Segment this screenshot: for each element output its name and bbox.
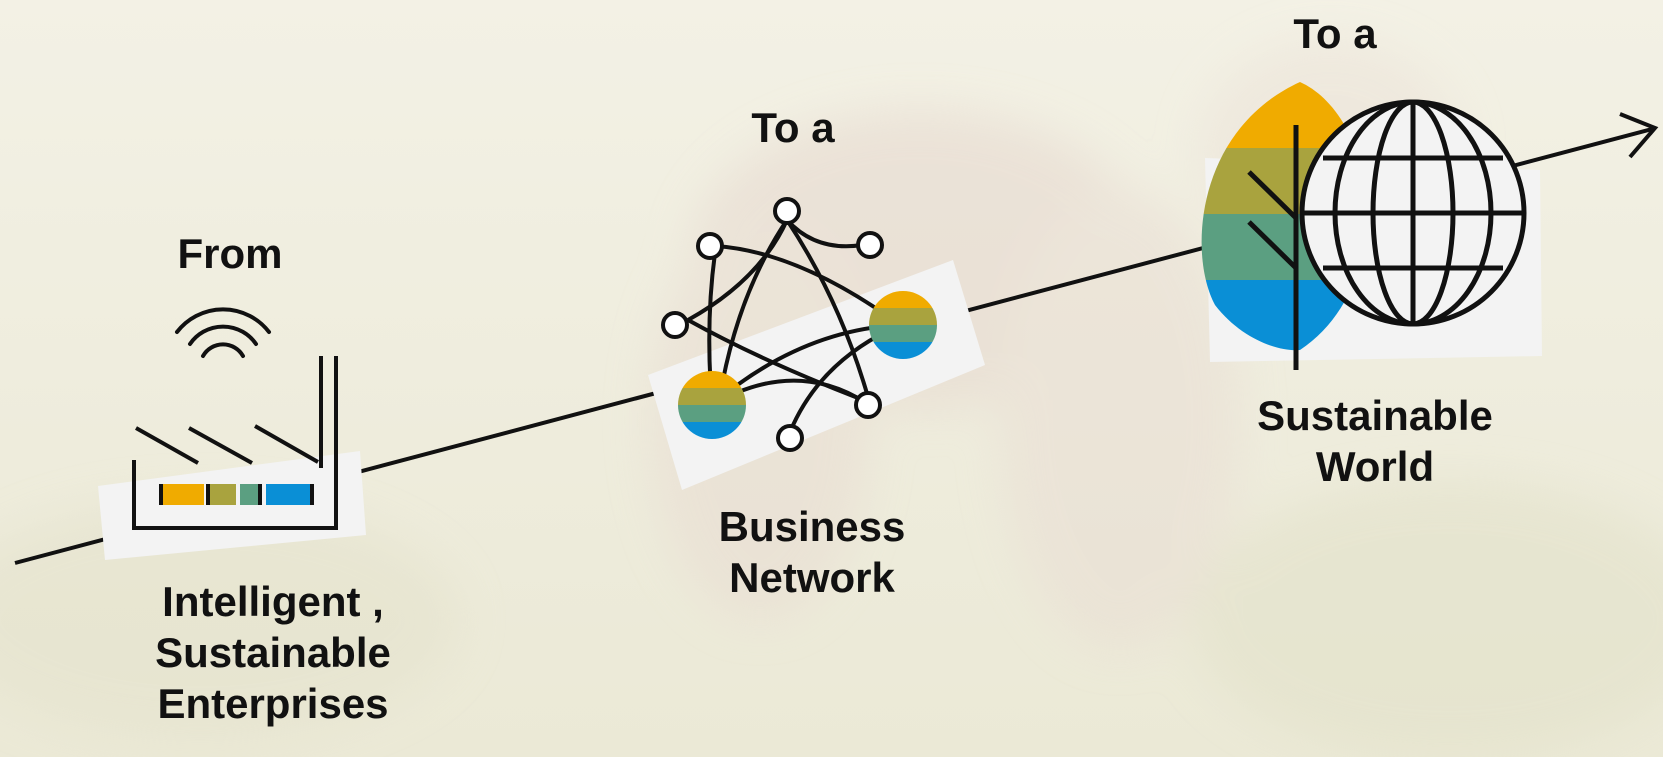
stage-3-prefix: To a bbox=[1293, 10, 1377, 57]
stage-1-title: Intelligent , Sustainable Enterprises bbox=[155, 578, 391, 728]
stage-3-title: Sustainable World bbox=[1257, 392, 1493, 491]
factory-icon bbox=[98, 307, 366, 560]
arrow-head-icon bbox=[1619, 112, 1659, 159]
stage-2-title: Business Network bbox=[718, 503, 906, 602]
leaf-globe-icon bbox=[1201, 82, 1542, 370]
stage-1-prefix: From bbox=[177, 230, 283, 277]
network-icon bbox=[648, 197, 985, 490]
stage-2-prefix: To a bbox=[751, 104, 835, 151]
